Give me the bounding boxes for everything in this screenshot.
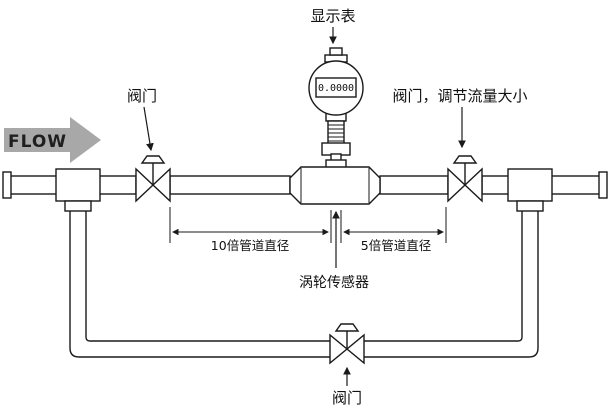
dimension-label-downstream: 5倍管道直径 — [361, 238, 431, 253]
display-window — [315, 77, 357, 98]
flow-label: FLOW — [8, 132, 67, 152]
display-head: 0.0000 — [308, 47, 364, 116]
sensor-body — [289, 166, 381, 205]
valve-body-triangle — [151, 167, 171, 203]
valve-handle — [452, 155, 478, 164]
bypass-left-outer-edge — [69, 200, 330, 358]
bypass-left-inner-edge — [85, 200, 330, 342]
valve-body-triangle — [345, 333, 365, 365]
valve-body-triangle — [463, 167, 483, 203]
callout-display-meter: 显示表 — [310, 7, 356, 45]
valve-body-triangle — [447, 167, 467, 203]
dimension-upstream: 10倍管道直径 — [169, 207, 332, 253]
tee-branch-collar — [64, 200, 92, 212]
pipe-end-cap-right — [598, 171, 608, 199]
valve-left-label: 阀门 — [127, 87, 157, 105]
tee-left — [55, 168, 101, 212]
valve-right — [447, 155, 483, 203]
pipe-segment — [379, 175, 449, 195]
flow-arrow-shape — [4, 117, 101, 163]
bypass-loop — [69, 200, 539, 358]
valve-left — [135, 155, 171, 203]
callout-valve-right: 阀门，调节流量大小 — [392, 87, 528, 149]
display-meter-label: 显示表 — [310, 7, 355, 25]
pipe-segment — [169, 175, 291, 195]
callout-valve-bottom: 阀门 — [332, 366, 362, 407]
dimension-downstream: 5倍管道直径 — [340, 207, 447, 253]
bypass-right-outer-edge — [364, 200, 539, 358]
transmitter — [321, 111, 351, 169]
valve-bottom-label: 阀门 — [332, 389, 362, 407]
pipe-end-cap-left — [2, 171, 12, 199]
valve-handle — [140, 155, 166, 164]
valve-bottom — [329, 323, 365, 365]
head-cap-upper — [329, 47, 343, 56]
tee-body — [55, 168, 101, 202]
tee-branch-collar — [516, 200, 544, 212]
tee-body — [507, 168, 553, 202]
turbine-sensor-label: 涡轮传感器 — [299, 274, 369, 291]
flow-arrow: FLOW — [4, 117, 101, 163]
dimension-label-upstream: 10倍管道直径 — [211, 238, 289, 253]
valve-handle — [334, 323, 360, 332]
bypass-right-inner-edge — [364, 200, 523, 342]
transmitter-hex-nut — [321, 142, 351, 156]
callout-valve-left: 阀门 — [127, 87, 157, 152]
display-value: 0.0000 — [318, 83, 354, 94]
leader-arrow — [143, 106, 154, 152]
valve-body-triangle — [329, 333, 349, 365]
tee-right — [507, 168, 553, 212]
turbine-sensor — [289, 166, 381, 205]
valve-right-label: 阀门，调节流量大小 — [392, 87, 527, 105]
valve-body-triangle — [135, 167, 155, 203]
callout-turbine-sensor: 涡轮传感器 — [299, 210, 369, 291]
